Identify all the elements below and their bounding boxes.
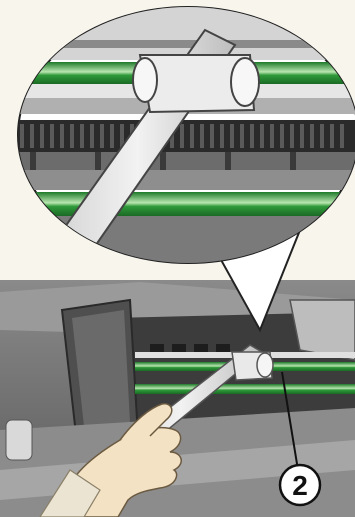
magnified-top bbox=[0, 0, 355, 60]
magnified-tool-roller-left bbox=[133, 58, 157, 102]
scale-bar bbox=[0, 40, 355, 48]
side-slot bbox=[6, 420, 32, 460]
printer-roller-lower bbox=[135, 384, 355, 394]
magnified-bottom bbox=[0, 216, 355, 266]
magnified-base-upper bbox=[0, 152, 355, 170]
magnified-view bbox=[0, 0, 355, 275]
magnified-mid bbox=[0, 170, 355, 190]
cleaning-tool-roller bbox=[257, 353, 273, 377]
magnified-roller-lower bbox=[0, 192, 355, 216]
callout-label: 2 bbox=[292, 470, 308, 501]
magnified-tool-roller-right bbox=[231, 58, 259, 106]
